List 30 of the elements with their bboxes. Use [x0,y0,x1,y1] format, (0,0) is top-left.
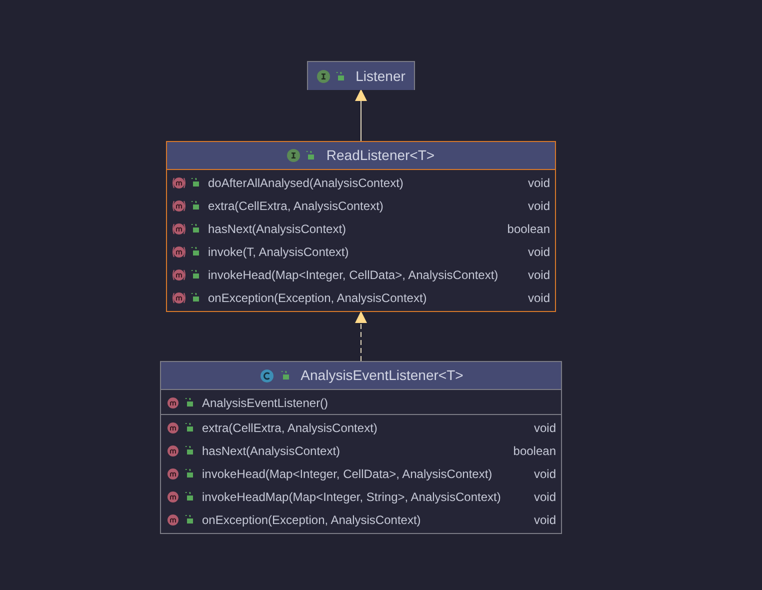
method-signature: onException(Exception, AnalysisContext) [202,512,421,528]
class-name: AnalysisEventListener<T> [300,366,464,385]
method-signature: hasNext(AnalysisContext) [202,442,340,460]
method-signature: hasNext(AnalysisContext) [208,220,346,238]
return-type: void [526,198,550,214]
return-type: void [526,266,550,284]
return-type: void [532,466,556,482]
class-box [166,141,556,312]
return-type: void [526,290,550,306]
class-box [160,361,562,534]
method-signature: onException(Exception, AnalysisContext) [208,290,427,306]
return-type: void [532,488,556,506]
inheritance-arrow [355,89,367,142]
return-type: void [532,420,556,436]
return-type: void [532,512,556,528]
method-signature: invoke(T, AnalysisContext) [208,244,349,260]
class-name: Listener [356,66,406,86]
return-type: void [526,174,550,192]
method-signature: invokeHeadMap(Map<Integer, String>, AnalysisContext) [202,488,501,506]
method-signature: invokeHead(Map<Integer, CellData>, AnalysisContext) [208,266,498,284]
method-signature: extra(CellExtra, AnalysisContext) [208,198,384,214]
class-name: ReadListener<T> [326,146,435,165]
return-type: boolean [506,220,550,238]
return-type: boolean [512,442,556,460]
method-signature: invokeHead(Map<Integer, CellData>, AnalysisContext) [202,466,492,482]
return-type: void [526,244,550,260]
method-signature: AnalysisEventListener() [202,394,328,412]
method-signature: doAfterAllAnalysed(AnalysisContext) [208,174,404,192]
realization-arrow [355,311,367,362]
method-signature: extra(CellExtra, AnalysisContext) [202,420,378,436]
